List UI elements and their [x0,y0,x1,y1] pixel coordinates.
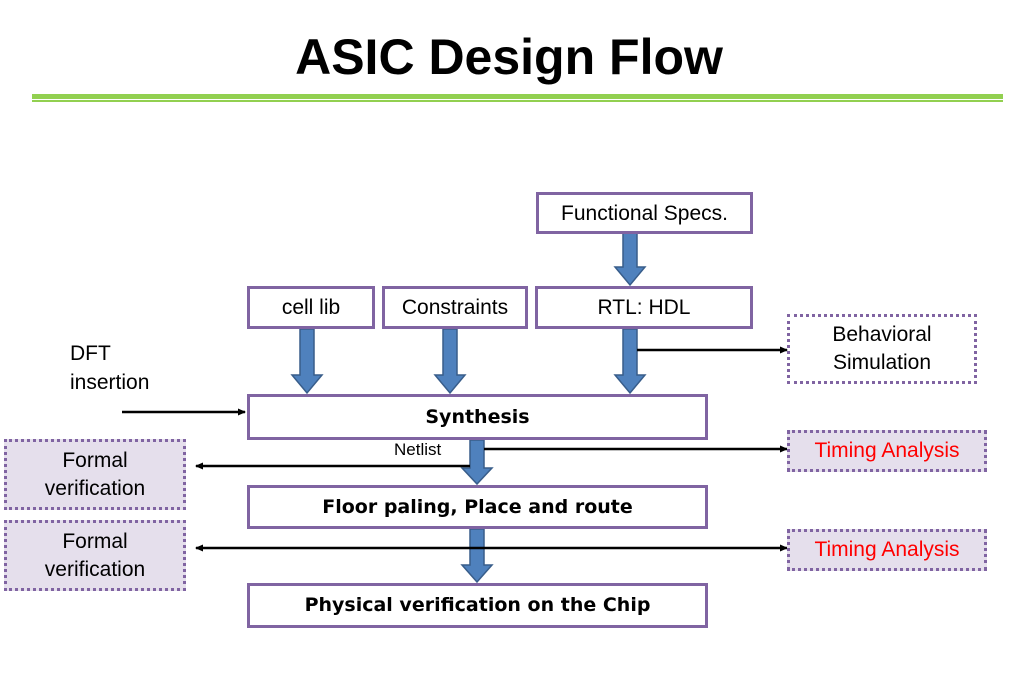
arrow-synthesis-to-pnr [460,439,494,486]
cell-lib-label: cell lib [281,296,341,319]
formal-1-line2: verification [44,476,146,500]
physical-verification-label: Physical verification on the Chip [304,594,651,616]
dft-insertion-label: DFT insertion [70,339,149,397]
dft-line1: DFT [70,342,111,365]
arrow-pnr-to-physical [460,528,494,584]
timing-analysis-label-1: Timing Analysis [814,439,960,462]
synthesis-box: Synthesis [247,394,708,440]
place-route-label: Floor paling, Place and route [322,495,633,518]
slide-title: ASIC Design Flow [295,29,723,85]
behavioral-simulation-box: Behavioral Simulation [787,314,977,384]
dft-line2: insertion [70,371,150,394]
constraints-box: Constraints [382,286,528,329]
timing-analysis-box-1: Timing Analysis [787,430,987,472]
formal-2-line2: verification [44,557,146,581]
arrow-rtl-to-synthesis [613,328,647,395]
synthesis-label: Synthesis [425,405,530,428]
rtl-hdl-box: RTL: HDL [535,286,753,329]
arrow-constraints-to-synthesis [433,328,467,395]
arrow-celllib-to-synthesis [290,328,324,395]
physical-verification-box: Physical verification on the Chip [247,583,708,628]
constraints-label: Constraints [401,296,509,319]
title-underline-thin [32,100,1003,102]
timing-analysis-label-2: Timing Analysis [814,538,960,561]
arrow-specs-to-rtl [613,232,647,287]
behavioral-line1: Behavioral [832,323,932,346]
timing-analysis-box-2: Timing Analysis [787,529,987,571]
formal-1-line1: Formal [62,448,128,472]
title-underline [32,94,1003,99]
formal-verification-box-2: Formal verification [4,520,186,591]
behavioral-line2: Simulation [832,351,932,374]
rtl-hdl-label: RTL: HDL [597,296,691,319]
place-route-box: Floor paling, Place and route [247,485,708,529]
functional-specs-label: Functional Specs. [561,201,728,225]
formal-verification-box-1: Formal verification [4,439,186,510]
functional-specs-box: Functional Specs. [536,192,753,234]
formal-2-line1: Formal [62,529,128,553]
netlist-label: Netlist [394,440,442,459]
cell-lib-box: cell lib [247,286,375,329]
